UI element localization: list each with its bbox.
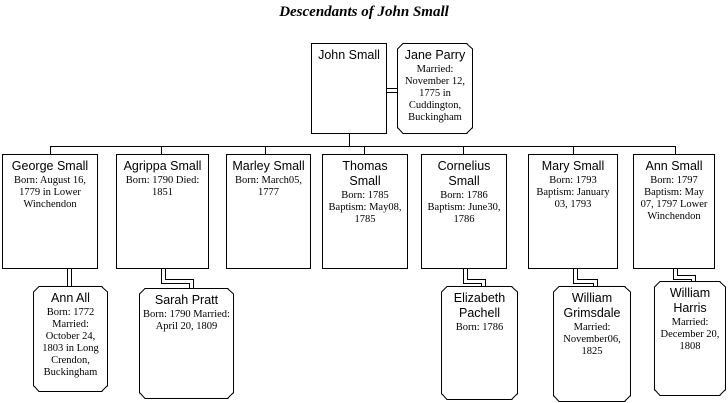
spouse-connector: [691, 279, 692, 281]
child-drop: [675, 146, 676, 154]
person-details: Born: March05, 1777: [234, 175, 303, 198]
spouse-connector: [67, 269, 68, 286]
child-drop: [463, 146, 464, 154]
person-details: Born: 1772 Married: October 24, 1803 in …: [42, 307, 99, 378]
spouse-connector: [597, 279, 598, 286]
spouse-connector: [467, 279, 485, 280]
person-name: John Small: [318, 48, 380, 62]
spouse-connector: [573, 269, 574, 283]
spouse-connector: [467, 269, 468, 279]
spouse-connector: [673, 269, 674, 279]
person-name: Ann Small: [645, 159, 703, 173]
person-box-william-harris[interactable]: William Harris Married: December 20, 180…: [654, 281, 726, 396]
spouse-connector: [573, 283, 593, 284]
person-details: Born: 1797 Baptism: May 07, 1797 Lower W…: [640, 175, 708, 222]
person-details: Born: 1793 Baptism: January 03, 1793: [536, 175, 610, 210]
person-box-william-grimsdale[interactable]: William Grimsdale Married: November06, 1…: [553, 286, 631, 402]
person-box-elizabeth-pachell[interactable]: Elizabeth Pachell Born: 1786: [441, 286, 518, 400]
person-name: George Small: [11, 159, 89, 173]
person-name: Thomas Small: [342, 159, 388, 188]
person-name: Jane Parry: [404, 48, 466, 62]
person-name: Agrippa Small: [123, 159, 202, 173]
spouse-connector: [189, 283, 190, 288]
marriage-connector: [387, 92, 397, 93]
person-box-george-small[interactable]: George Small Born: August 16, 1779 in Lo…: [2, 154, 98, 269]
spouse-connector: [677, 275, 695, 276]
spouse-connector: [695, 275, 696, 281]
person-box-mary-small[interactable]: Mary Small Born: 1793 Baptism: January 0…: [528, 154, 618, 269]
person-name: Marley Small: [232, 159, 305, 173]
spouse-connector: [463, 283, 481, 284]
person-details: Married: December 20, 1808: [660, 317, 720, 352]
spouse-connector: [71, 269, 72, 286]
marriage-connector: [387, 88, 397, 89]
spouse-connector: [673, 279, 691, 280]
person-details: Born: August 16, 1779 in Lower Winchendo…: [13, 175, 87, 210]
person-name: Ann All: [51, 291, 90, 305]
person-details: Born: 1786: [455, 322, 504, 333]
person-box-cornelius-small[interactable]: Cornelius Small Born: 1786 Baptism: June…: [421, 154, 507, 269]
spouse-connector: [677, 269, 678, 275]
spouse-connector: [463, 269, 464, 283]
person-details: Born: 1790 Married: April 20, 1809: [143, 309, 230, 332]
person-name: Elizabeth Pachell: [453, 291, 506, 320]
sibling-bar: [50, 146, 676, 147]
person-box-sarah-pratt[interactable]: Sarah Pratt Born: 1790 Married: April 20…: [139, 288, 234, 399]
spouse-connector: [485, 279, 486, 286]
person-box-jane-parry[interactable]: Jane Parry Married: November 12, 1775 in…: [397, 43, 473, 134]
chart-title: Descendants of John Small: [279, 4, 449, 20]
descent-line: [349, 134, 350, 146]
spouse-connector: [165, 279, 193, 280]
person-details: Married: November06, 1825: [563, 322, 621, 357]
person-details: Born: 1790 Died: 1851: [125, 175, 200, 198]
spouse-connector: [165, 269, 166, 279]
child-drop: [50, 146, 51, 154]
spouse-connector: [161, 269, 162, 283]
person-box-marley-small[interactable]: Marley Small Born: March05, 1777: [226, 154, 311, 269]
person-details: Born: 1785 Baptism: May08, 1785: [328, 190, 402, 225]
child-drop: [161, 146, 162, 154]
person-box-john-small[interactable]: John Small: [311, 43, 387, 134]
spouse-connector: [193, 279, 194, 288]
person-details: Born: 1786 Baptism: June30, 1786: [427, 190, 501, 225]
spouse-connector: [161, 283, 189, 284]
person-box-agrippa-small[interactable]: Agrippa Small Born: 1790 Died: 1851: [116, 154, 209, 269]
spouse-connector: [593, 283, 594, 286]
spouse-connector: [481, 283, 482, 286]
spouse-connector: [577, 279, 597, 280]
spouse-connector: [577, 269, 578, 279]
person-name: Sarah Pratt: [154, 293, 219, 307]
person-box-thomas-small[interactable]: Thomas Small Born: 1785 Baptism: May08, …: [322, 154, 408, 269]
person-box-ann-small[interactable]: Ann Small Born: 1797 Baptism: May 07, 17…: [633, 154, 715, 269]
child-drop: [265, 146, 266, 154]
child-drop: [573, 146, 574, 154]
person-box-ann-all[interactable]: Ann All Born: 1772 Married: October 24, …: [33, 286, 108, 392]
person-details: Married: November 12, 1775 in Cuddington…: [404, 64, 466, 123]
person-name: William Harris: [669, 286, 711, 315]
child-drop: [364, 146, 365, 154]
person-name: Cornelius Small: [437, 159, 491, 188]
person-name: William Grimsdale: [563, 291, 621, 320]
person-name: Mary Small: [541, 159, 605, 173]
